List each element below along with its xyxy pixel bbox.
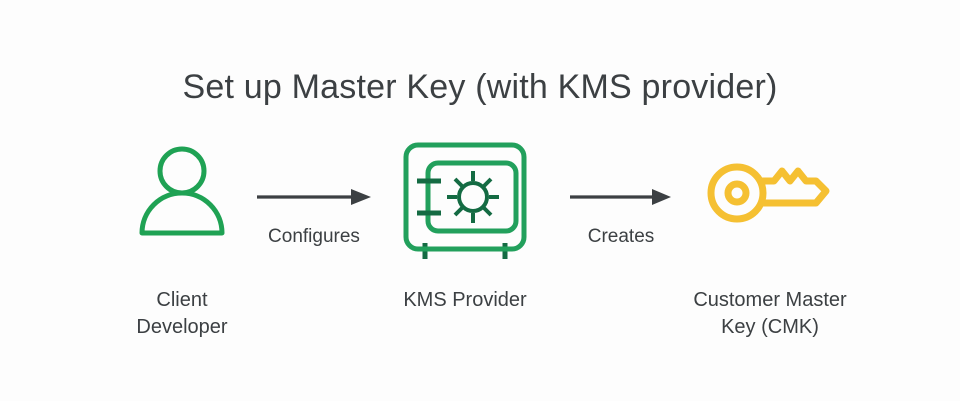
- node-kms-provider: KMS Provider: [370, 138, 560, 314]
- node-customer-master-key: Customer Master Key (CMK): [645, 138, 895, 340]
- arrow-label-configures: Configures: [268, 226, 360, 247]
- arrow-configures: [255, 186, 373, 208]
- label-line: Client: [156, 289, 208, 311]
- node-label-client-developer: Client Developer: [92, 287, 272, 340]
- node-client-developer: Client Developer: [92, 138, 272, 340]
- arrow-label-creates: Creates: [587, 226, 655, 247]
- key-icon: [645, 138, 895, 248]
- node-label-kms-provider: KMS Provider: [370, 287, 560, 314]
- person-icon: [92, 138, 272, 248]
- label-line: Customer Master: [693, 289, 847, 311]
- safe-vault-icon: [370, 138, 560, 263]
- label-line: Key (CMK): [721, 315, 819, 338]
- node-label-customer-master-key: Customer Master Key (CMK): [645, 287, 895, 340]
- page-title: Set up Master Key (with KMS provider): [182, 68, 778, 106]
- label-line: Developer: [136, 315, 228, 338]
- label-line: KMS Provider: [403, 289, 527, 311]
- arrow-creates: [568, 186, 673, 208]
